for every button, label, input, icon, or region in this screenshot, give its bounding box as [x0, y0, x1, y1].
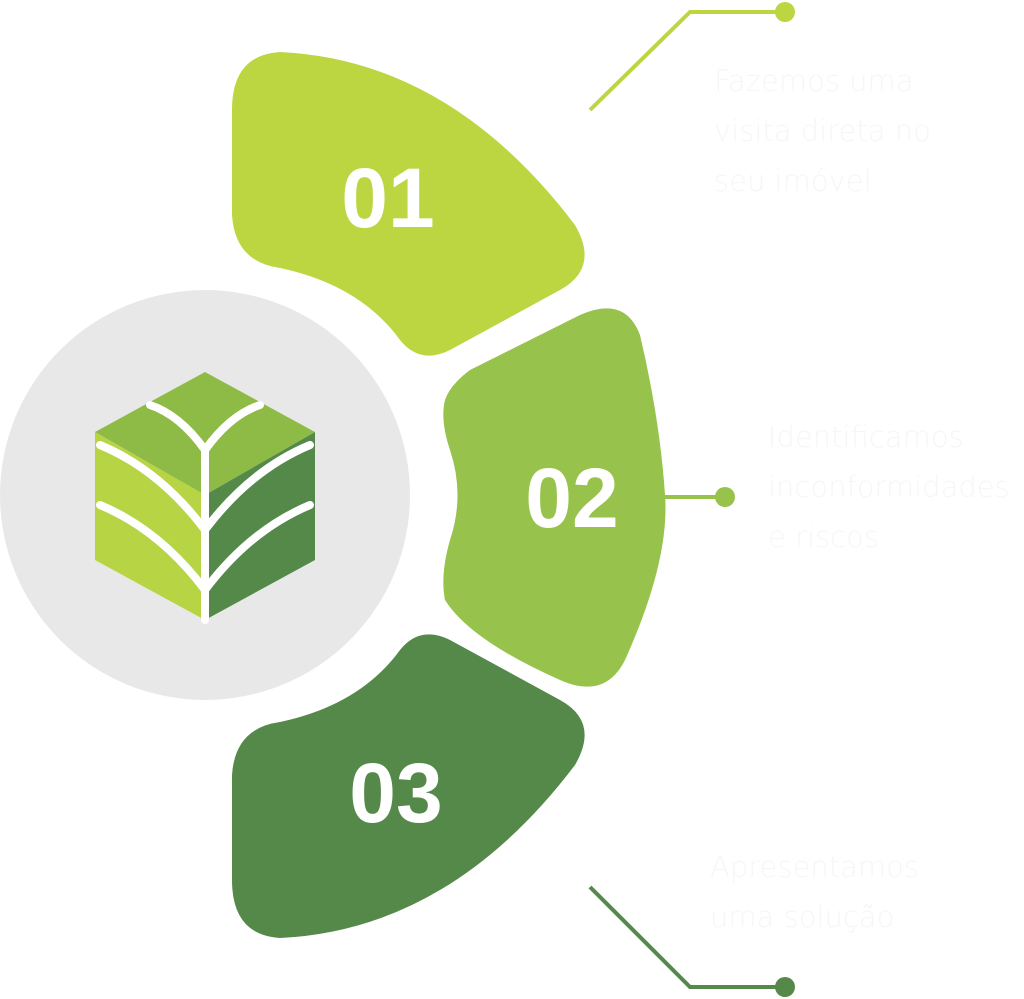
- step-01-connector: [588, 2, 795, 112]
- description-line: uma solução: [710, 900, 895, 934]
- step-03-connector: [588, 885, 795, 997]
- step-03-segment: [232, 634, 585, 938]
- step-02-description: Identificamos inconformidades e riscos: [768, 412, 1010, 562]
- description-line: Fazemos uma: [714, 64, 914, 98]
- step-02-segment: [443, 308, 666, 687]
- description-line: Identificamos: [768, 420, 964, 454]
- leaf-cube-icon: [95, 372, 315, 624]
- description-line: seu imóvel: [714, 164, 872, 198]
- step-03-number: 03: [349, 746, 442, 840]
- step-02-number: 02: [525, 451, 618, 545]
- description-line: visita direta no: [714, 114, 931, 148]
- step-01-number: 01: [341, 151, 434, 245]
- description-line: Apresentamos: [710, 850, 919, 884]
- description-line: e riscos: [768, 520, 879, 554]
- step-03-description: Apresentamos uma solução: [710, 842, 919, 942]
- step-01-segment: [232, 52, 585, 356]
- description-line: inconformidades: [768, 470, 1010, 504]
- step-01-description: Fazemos uma visita direta no seu imóvel: [714, 56, 931, 206]
- step-02-connector: [665, 487, 735, 507]
